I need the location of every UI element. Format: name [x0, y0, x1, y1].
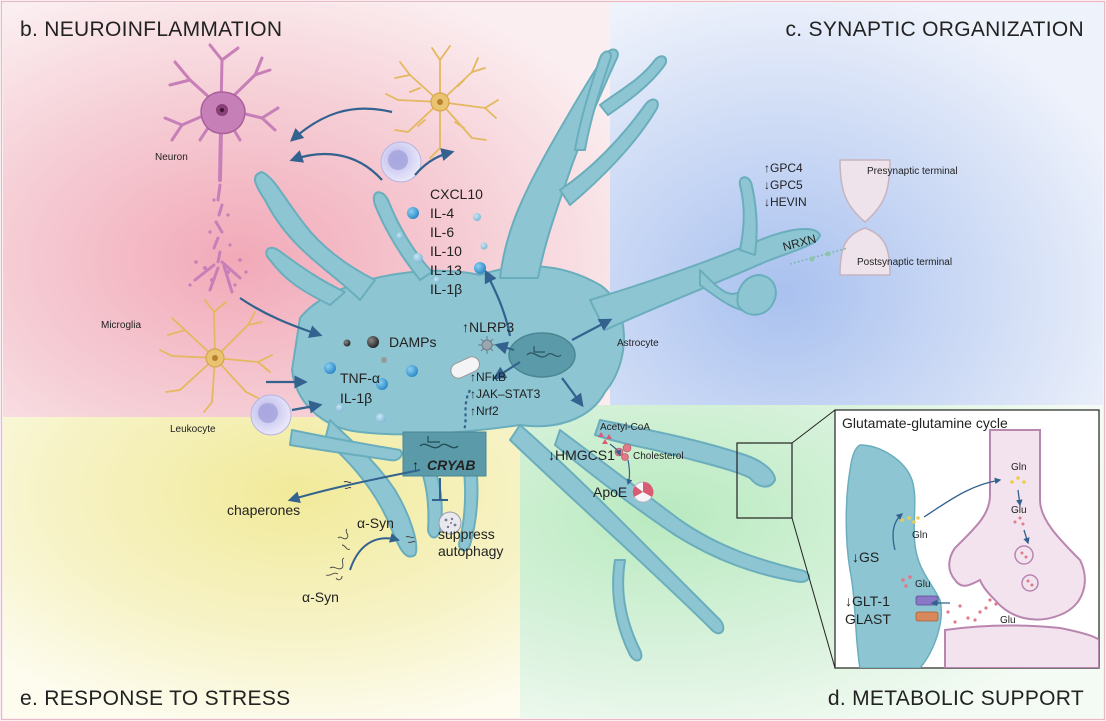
label-gs: ↓GS: [852, 549, 879, 565]
metabolic-labels: Acetyl-CoA ↓HMGCS1 Cholesterol ApoE: [548, 422, 684, 500]
cytokine-label: IL-10: [430, 243, 462, 259]
title-neuroinflammation: b. NEUROINFLAMMATION: [20, 18, 282, 41]
label-apoe: ApoE: [593, 484, 627, 500]
inflammation-labels: ↑NLRP3 DAMPs TNF-α IL-1β ↑NFκB ↑JAK–STAT…: [340, 319, 541, 418]
label-glast: GLAST: [845, 611, 891, 627]
cytokine-particles: [324, 207, 488, 423]
transcription-icon: [533, 346, 545, 353]
label-nrf2: ↑Nrf2: [470, 404, 499, 418]
label-alpha-syn: α-Syn: [357, 515, 394, 531]
label-chaperones: chaperones: [227, 502, 300, 518]
cytokine-label: CXCL10: [430, 186, 483, 202]
label-gln-neuron: Gln: [1011, 462, 1027, 473]
cytokine-label: IL-1β: [430, 281, 462, 297]
label-hmgcs1: ↓HMGCS1: [548, 447, 615, 463]
cytokine-label: IL-4: [430, 205, 454, 221]
neuron-fragments: [188, 198, 248, 287]
cytokine-list: CXCL10 IL-4 IL-6 IL-10 IL-13 IL-1β: [430, 186, 483, 297]
section-titles: b. NEUROINFLAMMATION c. SYNAPTIC ORGANIZ…: [20, 18, 1084, 710]
label-nlrp3: ↑NLRP3: [462, 319, 514, 335]
zoom-box: [736, 442, 793, 519]
synapse-labels: ↑GPC4 ↓GPC5 ↓HEVIN NRXN Presynaptic term…: [764, 161, 958, 268]
label-glu-neuron: Glu: [1011, 505, 1027, 516]
inflammasome-icon: [478, 336, 496, 354]
cytokine-label: IL-6: [430, 224, 454, 240]
title-response-to-stress: e. RESPONSE TO STRESS: [20, 687, 290, 710]
label-glu-cleft: Glu: [1000, 615, 1016, 626]
label-il-1beta: IL-1β: [340, 390, 372, 406]
label-astrocyte: Astrocyte: [617, 338, 659, 349]
astrocyte-nucleus: [508, 332, 576, 378]
label-gpc5: ↓GPC5: [764, 178, 803, 192]
stress-arrows: [287, 469, 448, 571]
alpha-syn-aggregates: [325, 480, 416, 581]
label-gln-astrocyte: Gln: [912, 530, 928, 541]
label-neuron: Neuron: [155, 152, 188, 163]
label-microglia: Microglia: [101, 320, 141, 331]
dna-icon: [526, 352, 562, 358]
label-alpha-syn-aggregate: α-Syn: [302, 589, 339, 605]
cytokine-label: IL-13: [430, 262, 462, 278]
cell-labels: Neuron Microglia Leukocyte Astrocyte: [101, 152, 659, 435]
label-presynaptic: Presynaptic terminal: [867, 166, 958, 177]
label-autophagy: autophagy: [438, 543, 503, 559]
acetyl-coa-molecules: [598, 432, 612, 444]
label-cryab: CRYAB: [427, 457, 476, 473]
label-acetyl-coa: Acetyl-CoA: [600, 422, 650, 433]
label-glu-astrocyte: Glu: [915, 579, 931, 590]
inset-labels: Glutamate-glutamine cycle ↓GS Gln Gln Gl…: [842, 415, 1027, 627]
inset-title: Glutamate-glutamine cycle: [842, 415, 1008, 431]
label-hevin: ↓HEVIN: [764, 195, 807, 209]
label-nfkb: ↑NFκB: [470, 370, 506, 384]
label-leukocyte: Leukocyte: [170, 424, 216, 435]
title-metabolic-support: d. METABOLIC SUPPORT: [828, 687, 1084, 710]
stress-labels: ↑ CRYAB chaperones α-Syn α-Syn suppress …: [227, 457, 503, 605]
label-tnf-alpha: TNF-α: [340, 370, 380, 386]
glutamate-inset: [834, 409, 1100, 669]
label-cholesterol: Cholesterol: [633, 451, 684, 462]
title-synaptic-organization: c. SYNAPTIC ORGANIZATION: [785, 18, 1084, 41]
label-gpc4: ↑GPC4: [764, 161, 803, 175]
label-glt-1: ↓GLT-1: [845, 593, 890, 609]
label-jak-stat3: ↑JAK–STAT3: [470, 387, 541, 401]
receptor-icon: [450, 356, 481, 379]
label-damps: DAMPs: [389, 334, 436, 350]
synapse-terminals: [839, 159, 891, 276]
cryab-box: [402, 431, 487, 477]
label-suppress: suppress: [438, 526, 495, 542]
label-cryab-arrow: ↑: [412, 457, 419, 473]
label-postsynaptic: Postsynaptic terminal: [857, 257, 952, 268]
inflammation-arrows: [239, 107, 613, 431]
